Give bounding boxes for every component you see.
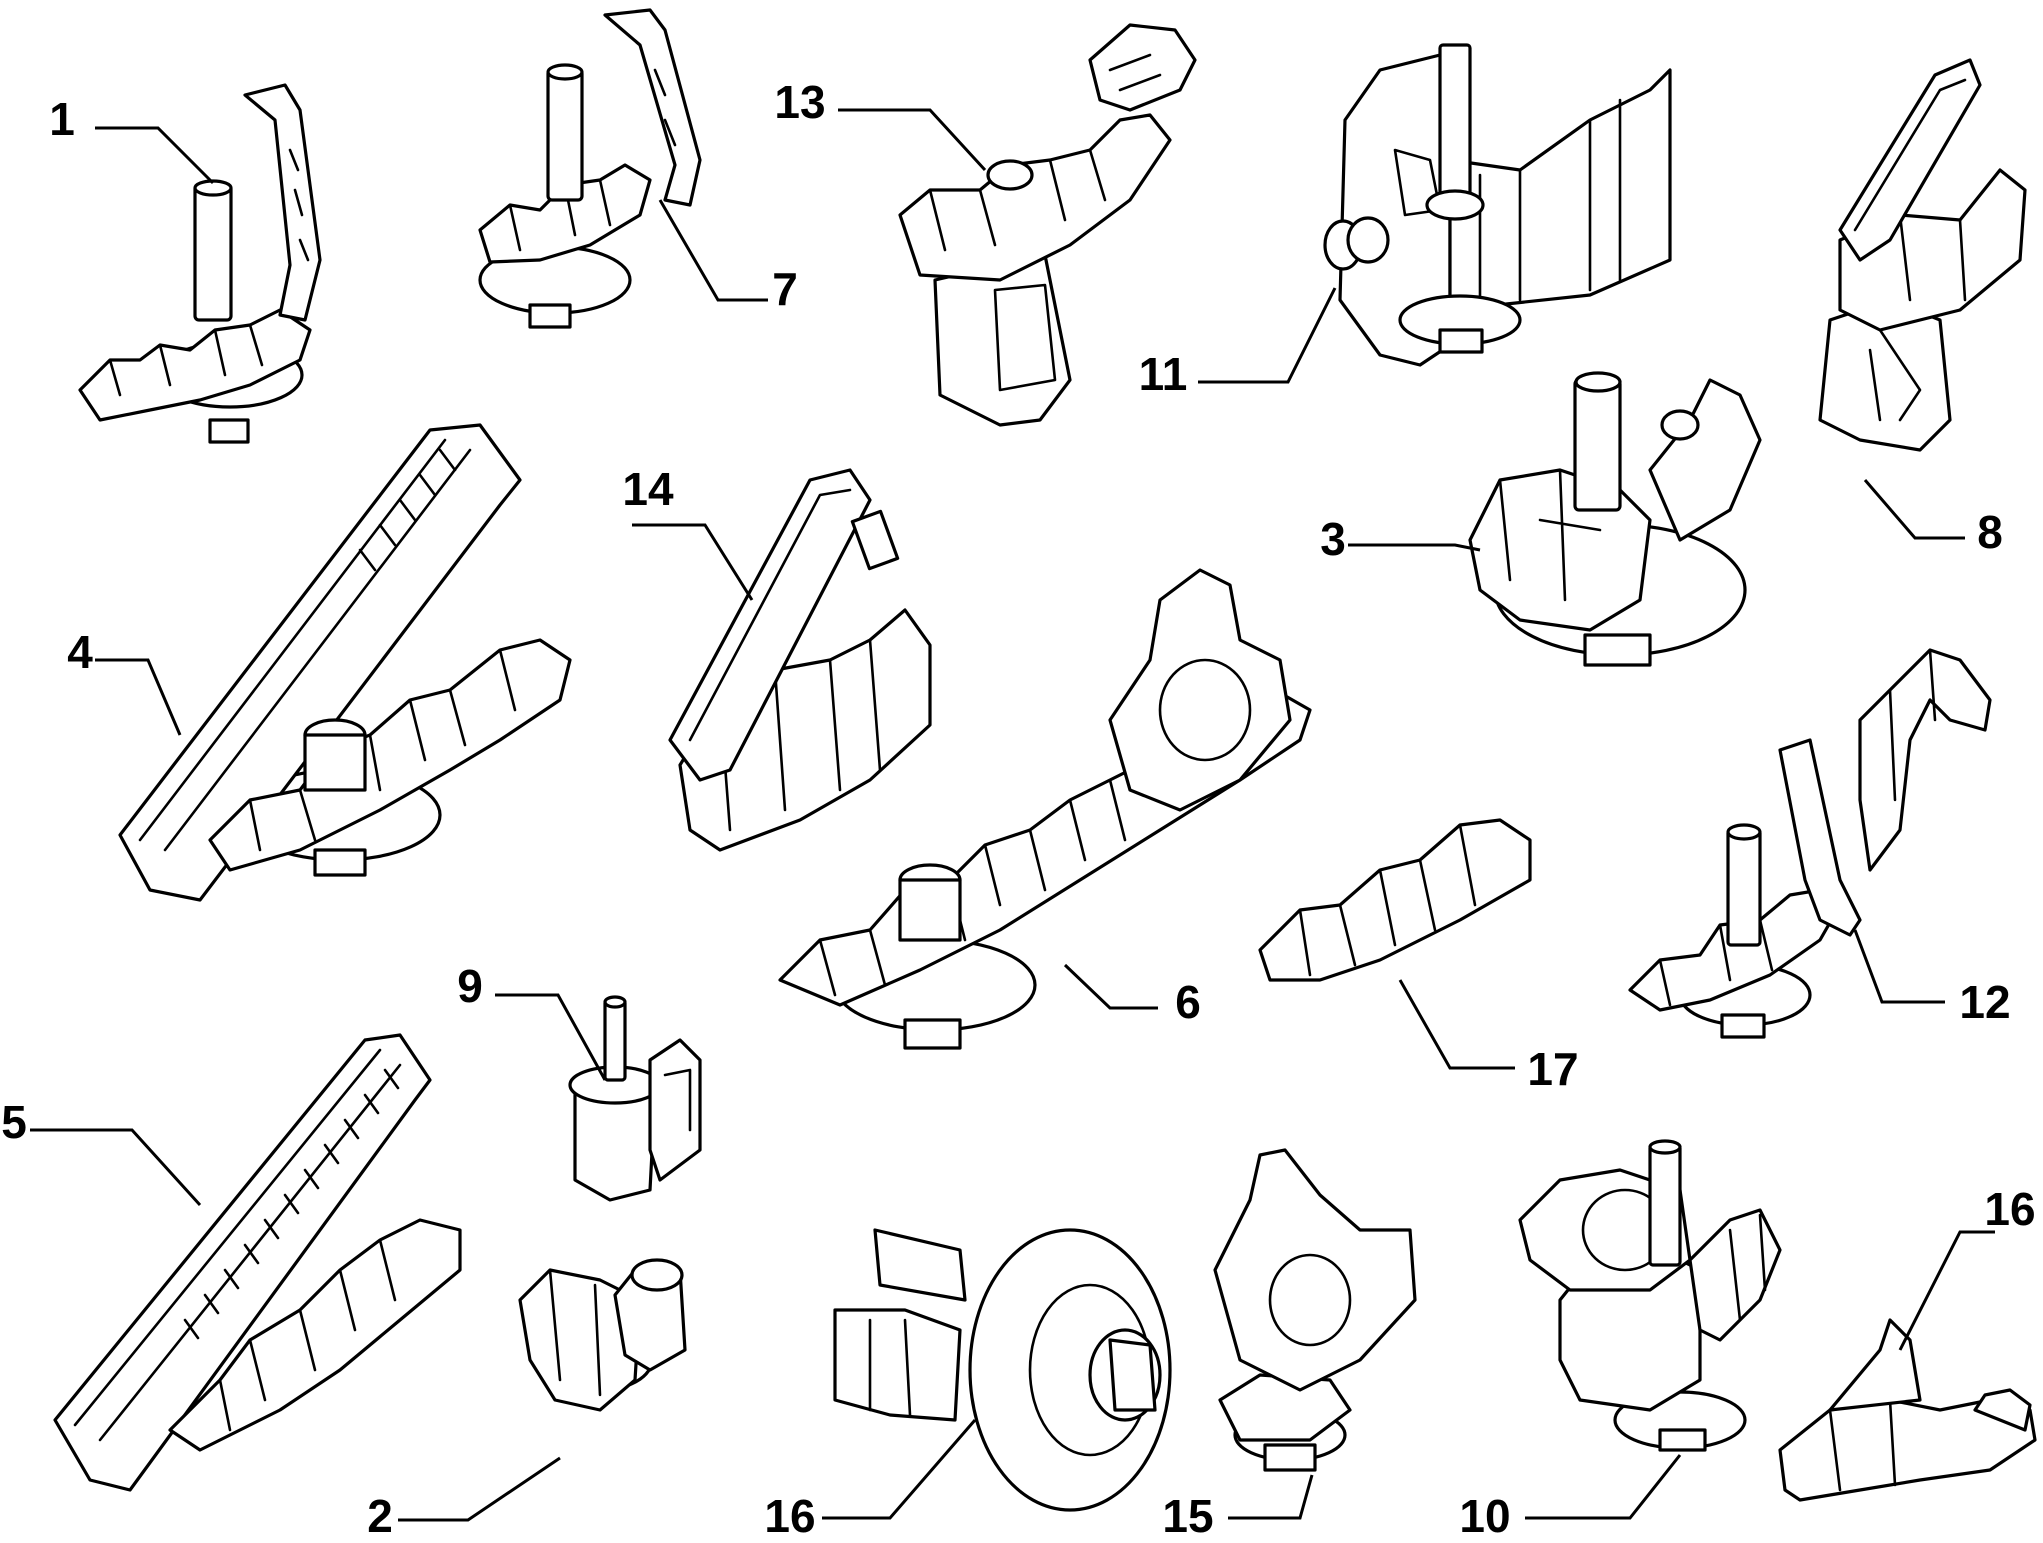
leader-6 [1063, 963, 1158, 1010]
callout-10: 10 [1459, 1490, 1510, 1542]
leader-4 [95, 658, 182, 736]
leader-9 [495, 993, 607, 1081]
leader-1 [95, 126, 215, 185]
leader-lines [30, 108, 1995, 1522]
part-12-clip [1628, 648, 1992, 1039]
part-15-clip [1213, 1148, 1417, 1472]
part-1-clip [78, 83, 322, 444]
callout-12: 12 [1959, 976, 2010, 1028]
callout-7: 7 [772, 263, 798, 315]
callout-14: 14 [622, 463, 674, 515]
callout-numbers: 1 7 13 11 8 4 14 3 6 17 12 9 5 2 16 15 1… [1, 76, 2035, 1542]
part-2-clip [518, 1258, 687, 1412]
callout-3: 3 [1320, 513, 1346, 565]
part-7-clip [478, 8, 702, 329]
callout-6: 6 [1175, 976, 1201, 1028]
callout-9: 9 [457, 960, 483, 1012]
leader-13 [838, 108, 987, 172]
part-14-clip [668, 468, 932, 852]
leader-10 [1525, 1454, 1682, 1520]
leader-15 [1228, 1474, 1314, 1520]
leader-7 [658, 199, 768, 302]
callout-1: 1 [49, 93, 75, 145]
part-4-rail-clip [118, 423, 572, 902]
part-11-holder [1323, 43, 1672, 367]
part-9-clip [568, 995, 702, 1202]
leader-8 [1863, 479, 1965, 540]
callout-5: 5 [1, 1096, 27, 1148]
part-6-clip [778, 568, 1312, 1050]
leader-11 [1198, 287, 1337, 384]
part-8-clip [1818, 58, 2027, 452]
part-17-clip [1258, 818, 1532, 982]
callout-16-right: 16 [1984, 1183, 2035, 1235]
leader-14 [632, 523, 754, 601]
leader-12 [1853, 929, 1945, 1004]
callout-4: 4 [67, 626, 93, 678]
part-13-clip [898, 23, 1197, 427]
leader-5 [30, 1128, 202, 1207]
part-16-disc-clip [833, 1228, 1172, 1512]
leader-2 [398, 1456, 561, 1522]
leader-3 [1348, 543, 1481, 552]
callout-15: 15 [1162, 1490, 1213, 1542]
leader-17 [1398, 979, 1515, 1070]
callout-8: 8 [1977, 506, 2003, 558]
part-5-rail-clip [53, 1033, 462, 1492]
callout-17: 17 [1527, 1043, 1578, 1095]
part-10-clip [1518, 1139, 1782, 1452]
callout-16-lower: 16 [764, 1490, 815, 1542]
part-16-small-clip [1778, 1318, 2037, 1502]
callout-2: 2 [367, 1490, 393, 1542]
callout-13: 13 [774, 76, 825, 128]
callout-11: 11 [1139, 348, 1188, 400]
part-3-clip [1468, 371, 1762, 667]
leader-16a [822, 1419, 977, 1520]
leader-16b [1898, 1230, 1995, 1351]
